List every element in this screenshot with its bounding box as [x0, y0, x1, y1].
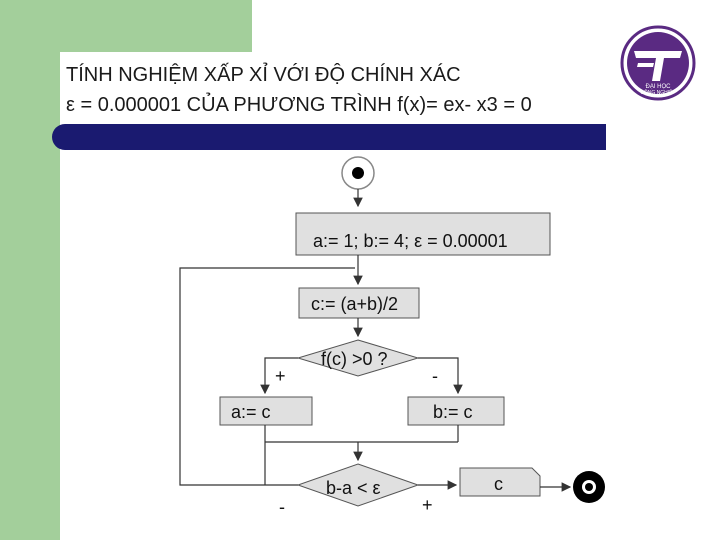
init-label: a:= 1; b:= 4; ε = 0.00001	[313, 231, 508, 251]
logo-text-bottom: CÔNG NGHIỆP	[640, 88, 676, 96]
condition1-diamond	[296, 339, 420, 377]
assign-b-label: b:= c	[433, 402, 473, 422]
arrow-cond1-yes	[260, 357, 298, 395]
assign-b-box	[407, 396, 505, 426]
assign-a-label: a:= c	[231, 402, 271, 422]
condition1-label: f(c) >0 ?	[321, 349, 388, 369]
output-label: c	[494, 474, 503, 494]
start-node-icon	[341, 156, 375, 190]
slide-title-line-1: TÍNH NGHIỆM XẤP XỈ VỚI ĐỘ CHÍNH XÁC	[66, 64, 461, 86]
exit-label: +	[422, 495, 433, 515]
yes-label: +	[275, 366, 286, 386]
arrow-cond1-no	[418, 357, 463, 395]
no-label: -	[432, 366, 438, 386]
output-box	[459, 467, 541, 497]
title-underline-bar	[52, 124, 606, 150]
assign-a-box	[219, 396, 313, 426]
left-green-strip	[0, 0, 60, 540]
end-node-icon	[573, 471, 605, 503]
loop-label: -	[279, 497, 285, 517]
slide-title-line-2: ε = 0.000001 CỦA PHƯƠNG TRÌNH f(x)= ex- …	[66, 94, 532, 116]
condition2-diamond	[296, 463, 420, 507]
condition2-label: b-a < ε	[326, 478, 381, 498]
compute-c-label: c:= (a+b)/2	[311, 294, 399, 314]
top-green-block	[60, 0, 252, 52]
university-logo-icon: ĐẠI HỌC CÔNG NGHIỆP	[620, 25, 696, 101]
logo-text-top: ĐẠI HỌC	[645, 84, 671, 90]
init-box	[295, 212, 551, 256]
loop-back-line	[179, 267, 355, 486]
compute-c-box	[298, 287, 420, 319]
